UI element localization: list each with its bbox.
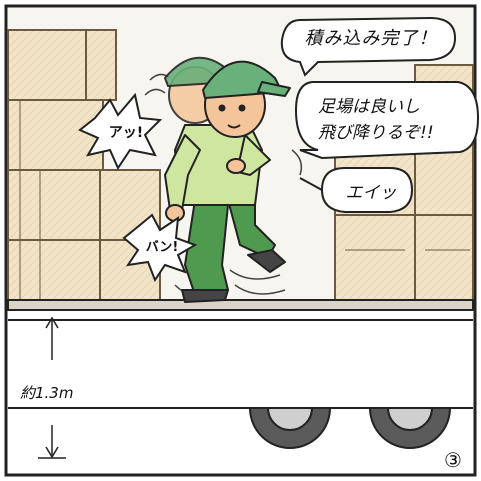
sfx-text-ah: アッ! (108, 125, 144, 141)
speech-text-footing-line2: 飛び降りるぞ!! (318, 123, 434, 143)
left-box-stack (7, 29, 161, 301)
speech-text-footing-line1: 足場は良いし (318, 97, 420, 117)
truck-height-label: 約1.3m (20, 384, 74, 402)
sfx-ban-burst (122, 213, 198, 283)
height-indicator (38, 316, 66, 459)
truck-bed-edge (7, 299, 474, 311)
sfx-text-ban: バン! (145, 240, 179, 255)
speech-bubble-ei (299, 167, 414, 213)
sfx-ah-burst (78, 92, 163, 171)
truck-wheels (248, 407, 452, 449)
panel-number: ③ (444, 448, 462, 472)
speech-text-ei: エイッ (345, 183, 397, 203)
speech-text-complete: 積み込み完了！ (304, 28, 438, 49)
speech-bubble-footing (294, 81, 480, 160)
worker-figure (164, 56, 291, 303)
speech-bubble-complete (280, 16, 457, 77)
